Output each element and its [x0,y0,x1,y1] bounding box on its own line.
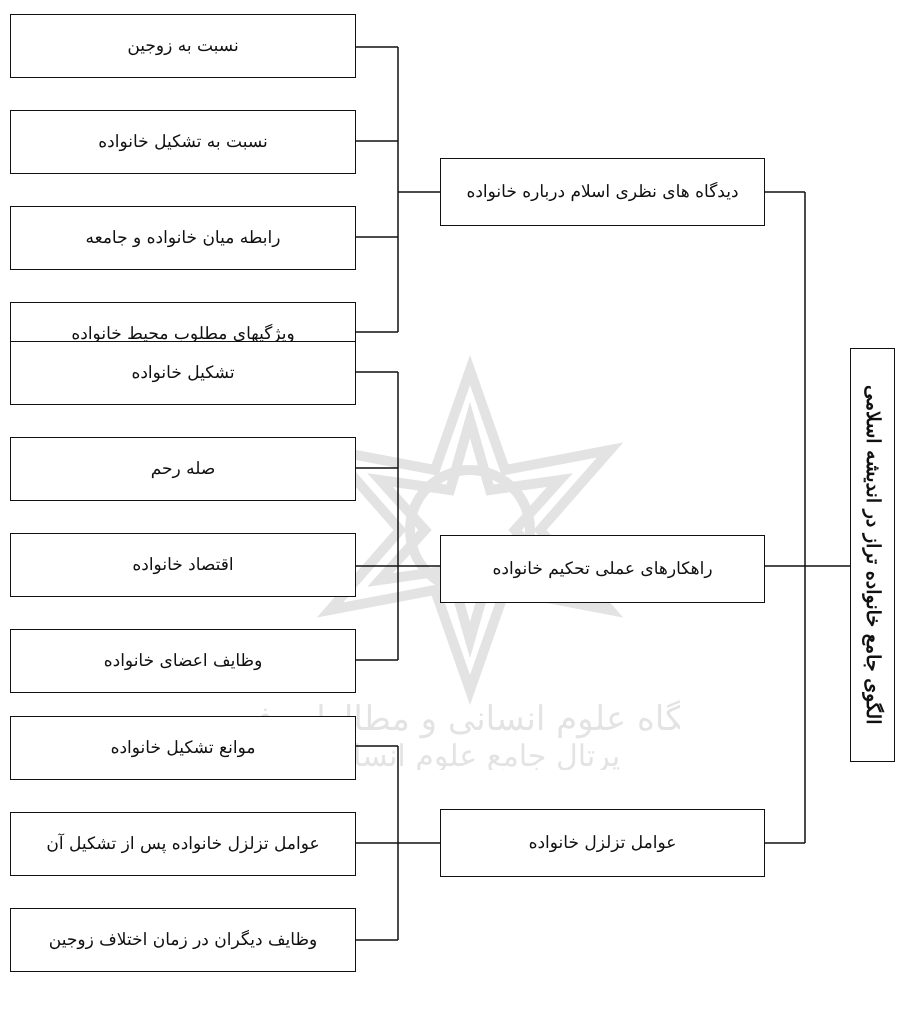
item-family-society-relation: رابطه میان خانواده و جامعه [10,206,356,270]
root-concept-box: الگوی جامع خانواده تراز در اندیشه اسلامی [850,348,895,762]
branch-instability-factors: عوامل تزلزل خانواده [440,809,765,877]
item-toward-family-formation: نسبت به تشکیل خانواده [10,110,356,174]
root-concept-label: الگوی جامع خانواده تراز در اندیشه اسلامی [861,385,884,725]
branch-practical-solutions: راهکارهای عملی تحکیم خانواده [440,535,765,603]
item-family-member-duties: وظایف اعضای خانواده [10,629,356,693]
branch-theoretical-views: دیدگاه های نظری اسلام درباره خانواده [440,158,765,226]
item-toward-spouses: نسبت به زوجین [10,14,356,78]
watermark-line2: پرتال جامع علوم انسانی [320,739,620,770]
item-kinship-ties: صله رحم [10,437,356,501]
item-post-formation-instability: عوامل تزلزل خانواده پس از تشکیل آن [10,812,356,876]
item-others-duties-in-conflict: وظایف دیگران در زمان اختلاف زوجین [10,908,356,972]
item-family-formation: تشکیل خانواده [10,341,356,405]
item-obstacles-to-formation: موانع تشکیل خانواده [10,716,356,780]
item-family-economy: اقتصاد خانواده [10,533,356,597]
